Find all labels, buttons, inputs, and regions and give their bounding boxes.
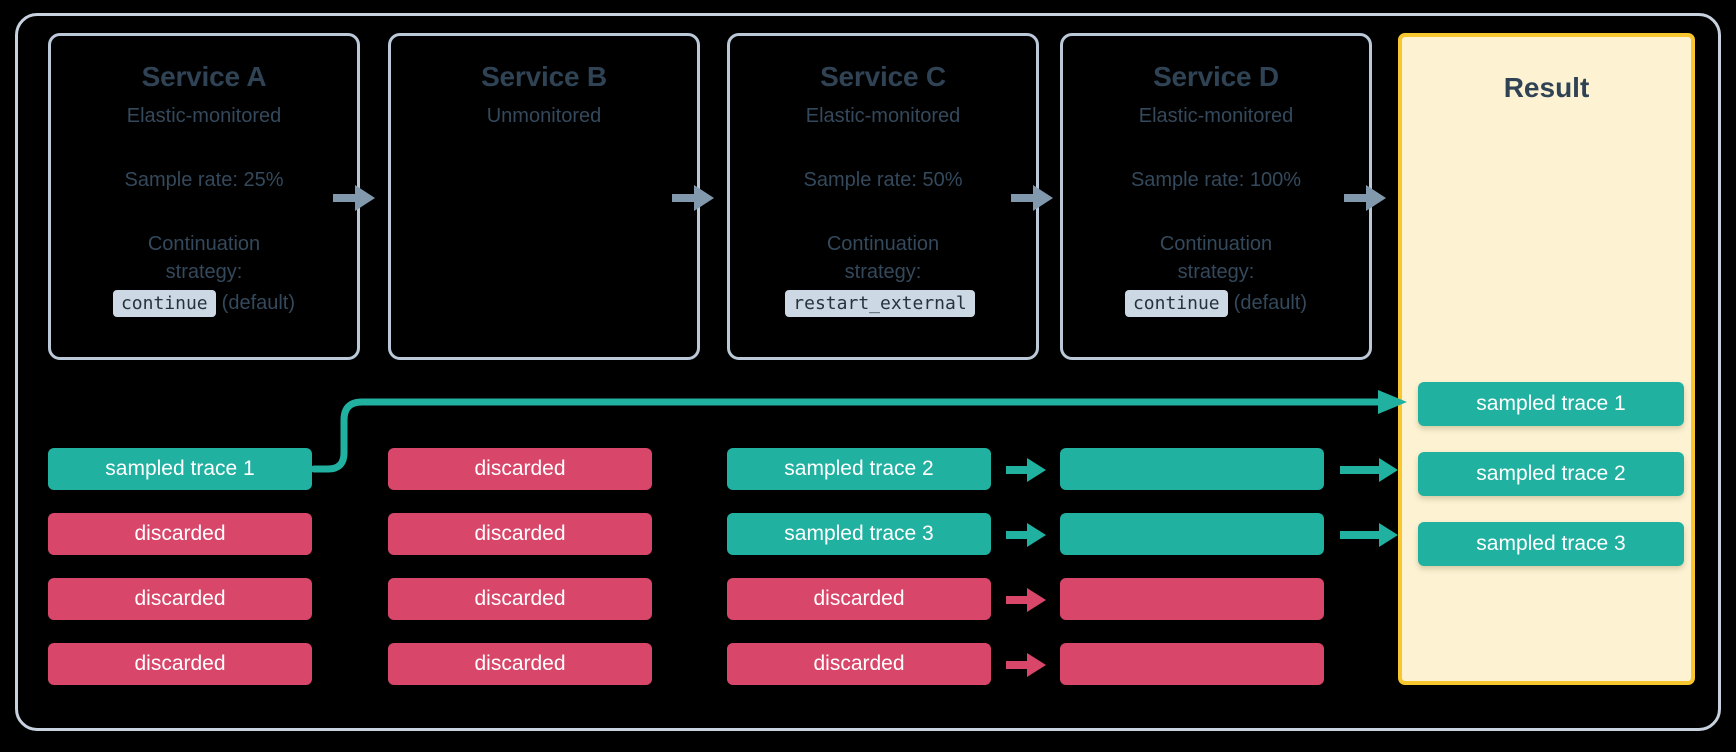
trace-box-a-2: discarded [48,513,312,555]
result-item-3: sampled trace 3 [1418,522,1684,566]
service-strategy-label-line1: Continuation [147,233,261,255]
service-strategy-note: (default) [221,292,296,314]
diagram-outer-frame [15,13,1721,731]
service-title: Service D [1153,61,1279,92]
service-strategy-row: continue(default) [1063,288,1369,319]
service-strategy-row: continue(default) [51,288,357,319]
service-strategy-value: restart_external [785,290,975,317]
service-card-d: Service D Elastic-monitored Sample rate:… [1060,33,1372,360]
trace-box-d-2 [1060,513,1324,555]
service-strategy-row: restart_external [730,288,1036,319]
row-arrow-d1-to-result2 [1340,458,1398,482]
row-arrow-c2-to-d2 [1006,523,1046,547]
service-sample-rate: Sample rate: 50% [803,169,963,191]
service-monitoring-status: Elastic-monitored [805,105,961,127]
trace-box-a-4: discarded [48,643,312,685]
row-arrow-c1-to-d1 [1006,458,1046,482]
trace-box-b-4: discarded [388,643,652,685]
row-arrow-c4-to-d4 [1006,653,1046,677]
trace-box-a-1: sampled trace 1 [48,448,312,490]
trace-box-b-2: discarded [388,513,652,555]
service-flow-arrow-c-to-d [1011,185,1053,211]
service-strategy-label-line2: strategy: [165,261,243,283]
trace-box-b-1: discarded [388,448,652,490]
trace-box-c-2: sampled trace 3 [727,513,991,555]
trace-box-c-1: sampled trace 2 [727,448,991,490]
trace-box-c-3: discarded [727,578,991,620]
result-item-1: sampled trace 1 [1418,382,1684,426]
service-title: Service B [481,61,607,92]
service-strategy-label-line1: Continuation [1159,233,1273,255]
service-flow-arrow-b-to-c [672,185,714,211]
service-sample-rate: Sample rate: 25% [124,169,284,191]
service-monitoring-status: Unmonitored [486,105,602,127]
trace-box-c-4: discarded [727,643,991,685]
service-card-c: Service C Elastic-monitored Sample rate:… [727,33,1039,360]
trace-box-d-4 [1060,643,1324,685]
trace-box-a-3: discarded [48,578,312,620]
service-flow-arrow-d-to-result [1344,185,1386,211]
row-arrow-d2-to-result3 [1340,523,1398,547]
result-item-2: sampled trace 2 [1418,452,1684,496]
service-strategy-label-line2: strategy: [1177,261,1255,283]
service-card-a: Service A Elastic-monitored Sample rate:… [48,33,360,360]
service-strategy-label-line1: Continuation [826,233,940,255]
service-monitoring-status: Elastic-monitored [1138,105,1294,127]
trace-box-d-3 [1060,578,1324,620]
service-strategy-value: continue [1124,290,1228,317]
service-strategy-note: (default) [1233,292,1308,314]
service-flow-arrow-a-to-b [333,185,375,211]
service-sample-rate: Sample rate: 100% [1130,169,1302,191]
service-monitoring-status: Elastic-monitored [126,105,282,127]
result-panel-title: Result [1503,72,1590,103]
service-strategy-value: continue [112,290,216,317]
trace-box-d-1 [1060,448,1324,490]
result-panel: Result sampled trace 1 sampled trace 2 s… [1398,33,1695,685]
row-arrow-c3-to-d3 [1006,588,1046,612]
service-title: Service C [820,61,946,92]
service-title: Service A [141,61,267,92]
trace-box-b-3: discarded [388,578,652,620]
service-strategy-label-line2: strategy: [844,261,922,283]
service-card-b: Service B Unmonitored [388,33,700,360]
